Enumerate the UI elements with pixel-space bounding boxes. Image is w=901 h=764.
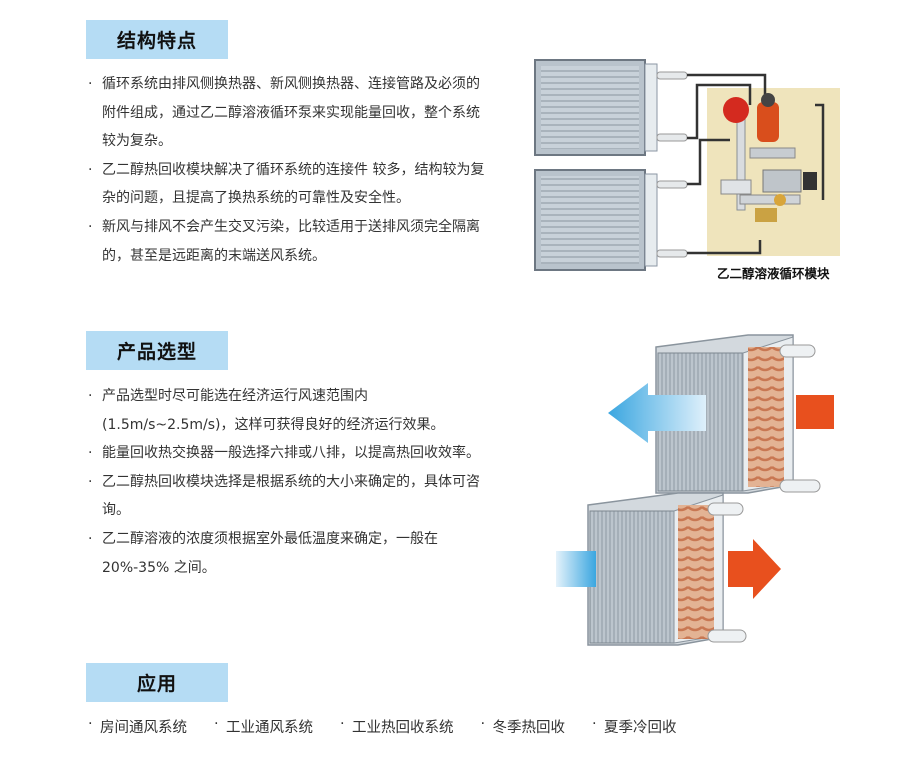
- list-item: 工业热回收系统: [340, 716, 454, 737]
- list-item: 房间通风系统: [88, 716, 187, 737]
- list-item: 能量回收热交换器一般选择六排或八排，以提高热回收效率。: [88, 439, 493, 468]
- list-item: 产品选型时尽可能选在经济运行风速范围内 (1.5m/s~2.5m/s)，这样可获…: [88, 382, 493, 439]
- figure-caption: 乙二醇溶液循环模块: [717, 266, 830, 281]
- list-item: 乙二醇溶液的浓度须根据室外最低温度来确定，一般在20%-35% 之间。: [88, 525, 493, 582]
- list-item: 乙二醇热回收模块解决了循环系统的连接件 较多，结构较为复杂的问题，且提高了换热系…: [88, 156, 493, 213]
- structure-bullet-list: 循环系统由排风侧换热器、新风侧换热器、连接管路及必须的附件组成，通过乙二醇溶液循…: [88, 70, 493, 270]
- section-heading-selection: 产品选型: [86, 331, 228, 370]
- glycol-loop-diagram: [534, 59, 840, 271]
- section-heading-structure: 结构特点: [86, 20, 228, 59]
- list-item: 乙二醇热回收模块选择是根据系统的大小来确定的，具体可咨询。: [88, 468, 493, 525]
- application-list: 房间通风系统 工业通风系统 工业热回收系统 冬季热回收 夏季冷回收: [88, 716, 704, 737]
- glycol-module-figure: 乙二醇溶液循环模块: [525, 50, 850, 286]
- list-item: 夏季冷回收: [592, 716, 677, 737]
- selection-bullet-list: 产品选型时尽可能选在经济运行风速范围内 (1.5m/s~2.5m/s)，这样可获…: [88, 382, 493, 582]
- section-heading-application: 应用: [86, 663, 228, 702]
- list-item: 循环系统由排风侧换热器、新风侧换热器、连接管路及必须的附件组成，通过乙二醇溶液循…: [88, 70, 493, 156]
- heat-exchanger-figure: [548, 325, 848, 655]
- heat-exchanger-diagram: [556, 334, 834, 646]
- list-item: 新风与排风不会产生交叉污染，比较适用于送排风须完全隔离的，甚至是远距离的末端送风…: [88, 213, 493, 270]
- list-item: 冬季热回收: [481, 716, 566, 737]
- list-item: 工业通风系统: [214, 716, 313, 737]
